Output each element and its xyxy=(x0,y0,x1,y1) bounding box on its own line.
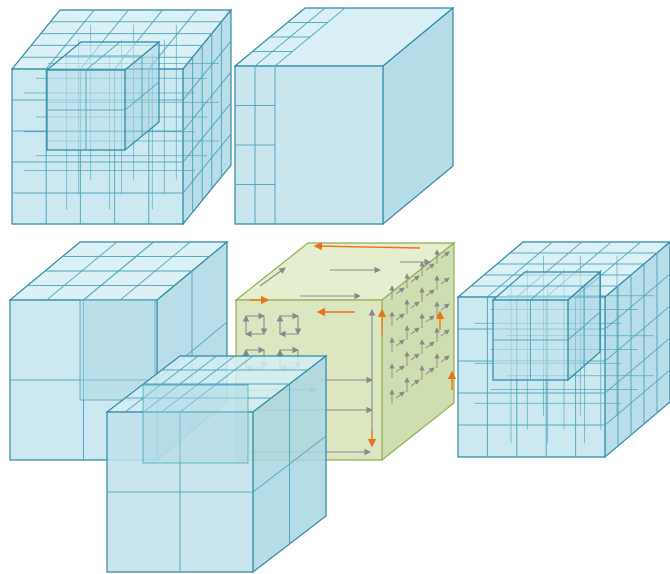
bottom-left-front-cube xyxy=(107,356,326,572)
inner-cube-face xyxy=(143,385,248,463)
top-middle-coarse-cube xyxy=(235,8,453,224)
right-refined-cube xyxy=(458,242,670,457)
top-left-refined-cube xyxy=(12,10,231,224)
